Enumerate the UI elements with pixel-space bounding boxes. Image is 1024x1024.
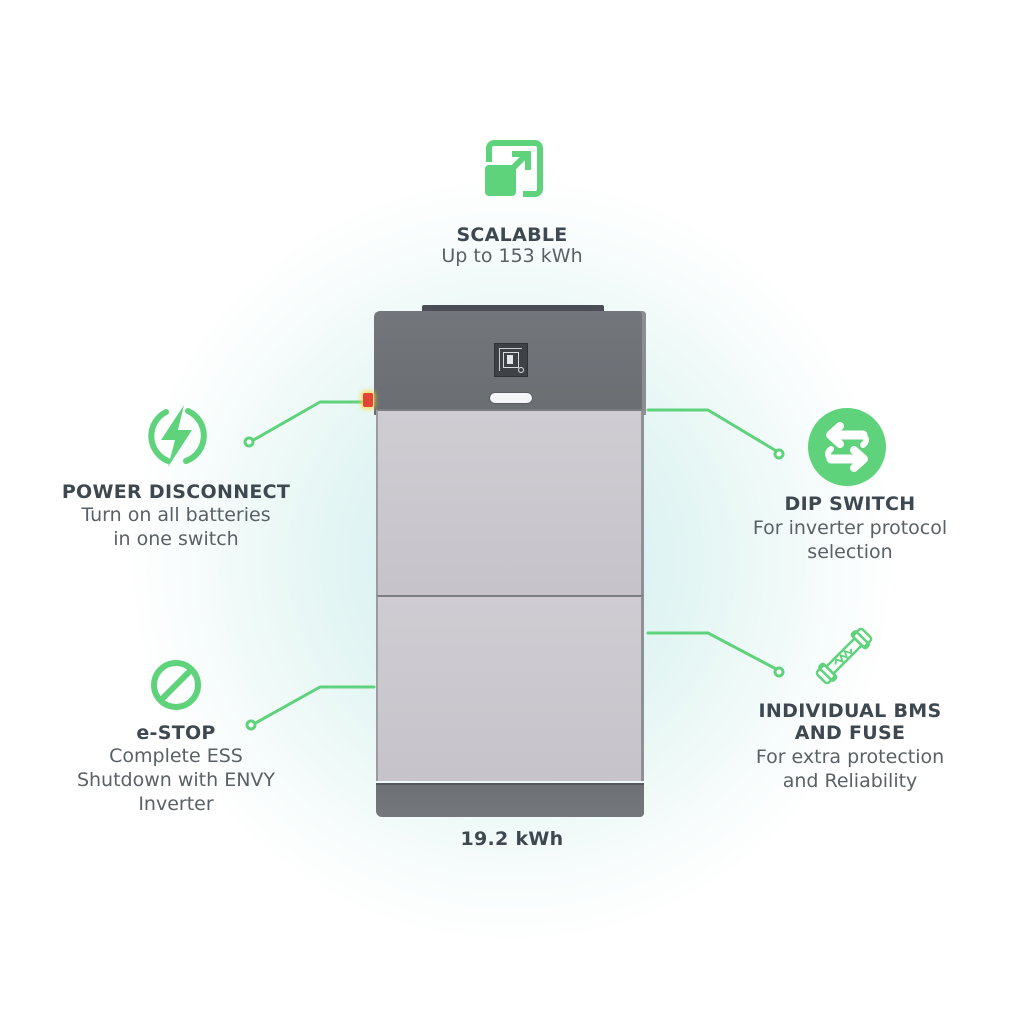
bms-fuse-desc-1: For extra protection	[755, 746, 945, 768]
expand-icon	[484, 140, 544, 200]
status-light-bar	[490, 393, 532, 403]
scalable-desc: Up to 153 kWh	[441, 245, 583, 267]
bms-fuse-desc-2: and Reliability	[782, 770, 918, 792]
power-disconnect-desc-1: Turn on all batteries	[81, 504, 271, 526]
battery-module-2	[376, 595, 644, 781]
capacity-label: 19.2 kWh	[460, 828, 564, 850]
dip-switch-desc-1: For inverter protocol	[752, 517, 948, 539]
power-disconnect-title: POWER DISCONNECT	[61, 481, 291, 503]
battery-top-edge	[422, 305, 604, 311]
prohibited-icon	[150, 659, 202, 711]
power-disconnect-desc-2: in one switch	[113, 528, 239, 550]
swap-arrows-icon	[807, 407, 887, 487]
bms-fuse-title-2: AND FUSE	[794, 722, 906, 744]
battery-unit	[363, 305, 648, 817]
dip-switch-title: DIP SWITCH	[784, 493, 916, 515]
dip-switch-desc-2: selection	[807, 541, 893, 563]
lightning-bolt-icon	[144, 403, 210, 469]
power-disconnect-switch[interactable]	[363, 393, 373, 407]
bms-fuse-title-1: INDIVIDUAL BMS	[758, 700, 942, 722]
battery-control-head	[374, 311, 646, 415]
battery-logo-icon	[494, 343, 528, 377]
fuse-icon	[810, 622, 878, 690]
estop-desc-3: Inverter	[138, 793, 214, 815]
estop-desc-1: Complete ESS	[109, 745, 243, 767]
battery-module-1	[376, 409, 644, 595]
battery-base	[376, 783, 644, 817]
estop-desc-2: Shutdown with ENVY	[76, 769, 276, 791]
estop-title: e-STOP	[136, 722, 216, 744]
scalable-title: SCALABLE	[456, 224, 568, 246]
